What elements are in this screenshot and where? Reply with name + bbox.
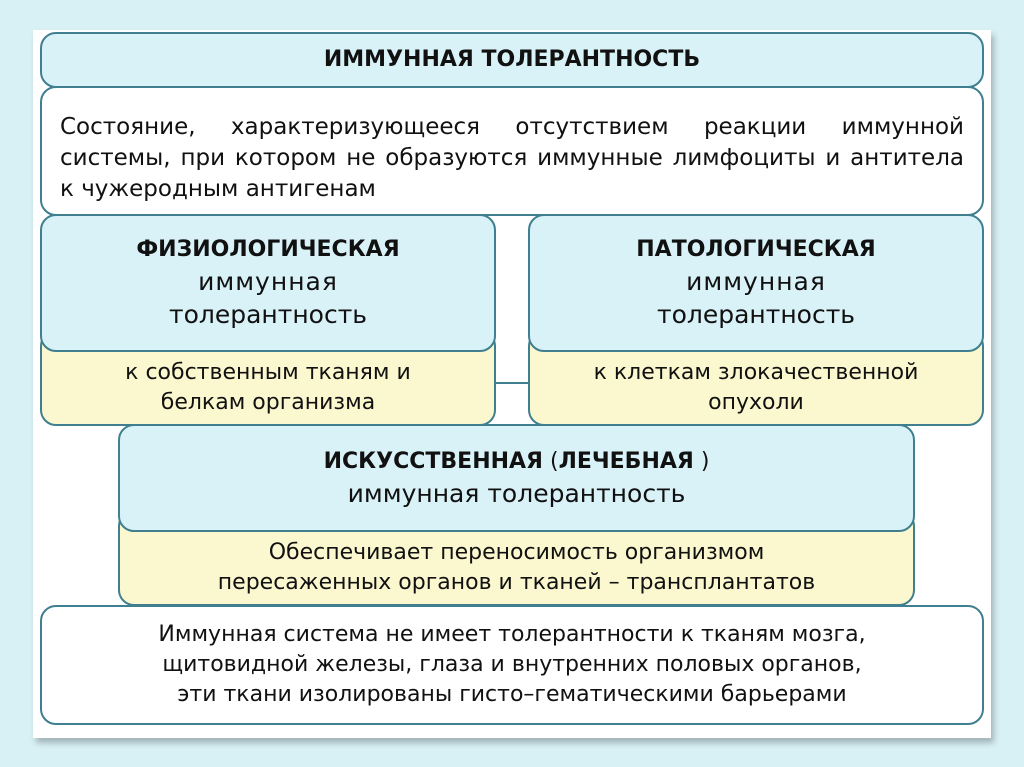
paren-close: ) — [693, 448, 710, 474]
artificial-heading2: ЛЕЧЕБНАЯ — [558, 448, 694, 474]
title-box: ИММУННАЯ ТОЛЕРАНТНОСТЬ — [40, 32, 984, 88]
artificial-line2: иммунная толерантность — [347, 478, 686, 508]
physiological-box: ФИЗИОЛОГИЧЕСКАЯ иммунная толерантность — [40, 214, 496, 352]
pathological-line2: иммунная — [686, 267, 826, 296]
note-line3: эти ткани изолированы гисто–гематическим… — [177, 682, 847, 707]
pathological-heading: ПАТОЛОГИЧЕСКАЯ — [636, 237, 876, 262]
connector-line — [495, 382, 529, 384]
artificial-heading: ИСКУССТВЕННАЯ — [323, 448, 543, 474]
note-box: Иммунная система не имеет толерантности … — [40, 605, 984, 725]
physiological-heading: ФИЗИОЛОГИЧЕСКАЯ — [136, 237, 400, 262]
physiological-target-line2: белкам организма — [160, 390, 376, 415]
pathological-target-line2: опухоли — [708, 390, 804, 415]
paren-open: ( — [542, 448, 559, 474]
physiological-line2: иммунная — [198, 267, 338, 296]
artificial-box: ИСКУССТВЕННАЯ (ЛЕЧЕБНАЯ ) иммунная толер… — [118, 424, 915, 532]
pathological-target-line1: к клеткам злокачественной — [593, 360, 919, 385]
pathological-line3: толерантность — [657, 300, 855, 329]
pathological-box: ПАТОЛОГИЧЕСКАЯ иммунная толерантность — [528, 214, 984, 352]
note-line2: щитовидной железы, глаза и внутренних по… — [162, 652, 862, 677]
artificial-desc-line2: пересаженных органов и тканей – транспла… — [217, 570, 816, 595]
note-line1: Иммунная система не имеет толерантности … — [158, 622, 866, 647]
title: ИММУННАЯ ТОЛЕРАНТНОСТЬ — [323, 47, 701, 72]
definition-text: Состояние, характеризующееся отсутствием… — [60, 113, 964, 202]
definition-box: Состояние, характеризующееся отсутствием… — [40, 86, 984, 216]
physiological-target-line1: к собственным тканям и — [125, 360, 411, 385]
artificial-desc-line1: Обеспечивает переносимость организмом — [268, 540, 765, 565]
physiological-line3: толерантность — [169, 300, 367, 329]
